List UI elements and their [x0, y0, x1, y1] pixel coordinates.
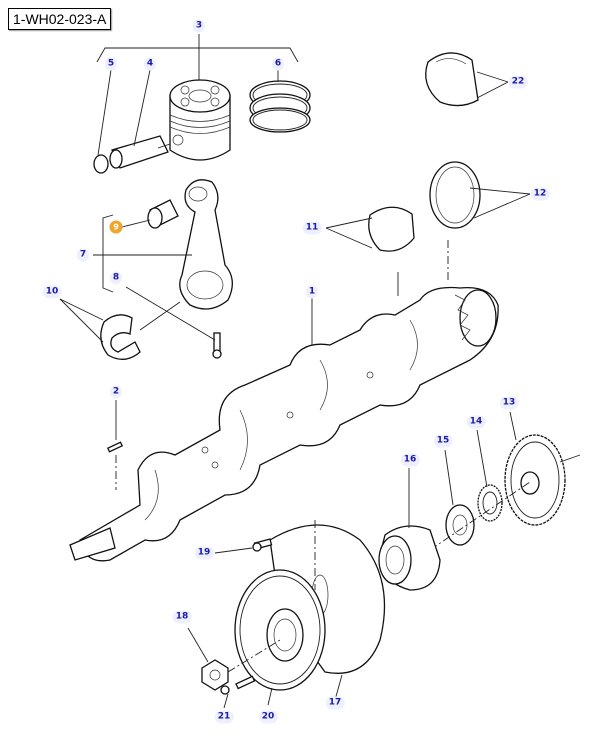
callout-20[interactable]: 20: [258, 710, 278, 724]
callout-1[interactable]: 1: [305, 285, 319, 299]
callout-22[interactable]: 22: [508, 75, 528, 89]
washer-drawing: [445, 504, 475, 546]
thrust-washer-drawing: [429, 161, 481, 229]
callout-7[interactable]: 7: [76, 248, 90, 262]
crank-gear-drawing: [477, 484, 503, 522]
callout-21[interactable]: 21: [214, 710, 234, 724]
callout-11[interactable]: 11: [302, 221, 322, 235]
nut-drawing: [201, 659, 229, 691]
callout-3[interactable]: 3: [192, 19, 206, 33]
piston-group-bracket: [96, 47, 299, 63]
piston-rings-drawing: [249, 80, 311, 133]
callout-9-highlighted[interactable]: 9: [109, 220, 123, 234]
callout-6[interactable]: 6: [271, 57, 285, 71]
main-bearing-drawing: [368, 206, 415, 252]
callout-12[interactable]: 12: [530, 187, 550, 201]
pulley-drawing: [234, 569, 326, 691]
piston-pin-drawing: [109, 135, 169, 169]
callout-16[interactable]: 16: [400, 453, 420, 467]
callout-14[interactable]: 14: [466, 415, 486, 429]
callout-5[interactable]: 5: [104, 57, 118, 71]
callout-18[interactable]: 18: [172, 610, 192, 624]
gear-drawing: [504, 434, 566, 526]
hub-drawing: [378, 525, 441, 591]
crankshaft-drawing: [69, 286, 499, 562]
callout-8[interactable]: 8: [109, 271, 123, 285]
bearing-shells-drawing: [425, 52, 479, 107]
rod-bolt-drawing: [212, 332, 222, 359]
connecting-rod-drawing: [179, 179, 233, 310]
callout-19[interactable]: 19: [194, 546, 214, 560]
callout-17[interactable]: 17: [325, 696, 345, 710]
bolt-21-drawing: [220, 675, 256, 695]
callout-4[interactable]: 4: [143, 57, 157, 71]
big-end-bearing-drawing: [100, 314, 141, 360]
key-drawing: [106, 441, 124, 453]
callout-10[interactable]: 10: [42, 285, 62, 299]
piston-drawing: [169, 79, 231, 161]
callout-13[interactable]: 13: [499, 396, 519, 410]
callout-15[interactable]: 15: [433, 434, 453, 448]
circlip-drawing: [93, 154, 109, 174]
callout-2[interactable]: 2: [109, 385, 123, 399]
bolt-19-drawing: [252, 538, 273, 552]
diagram-id-label: 1-WH02-023-A: [8, 8, 112, 30]
bush-drawing: [147, 199, 179, 229]
